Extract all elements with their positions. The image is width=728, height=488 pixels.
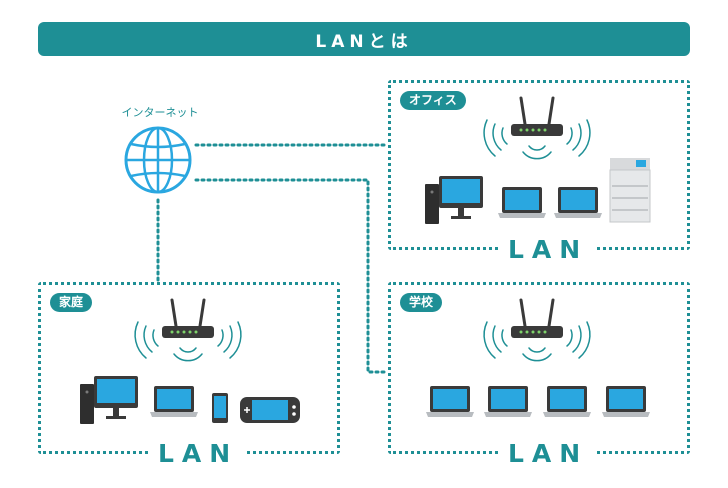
page-title: LANとは <box>315 31 413 52</box>
home-lan-label: LAN <box>150 440 247 468</box>
school-router-icon <box>482 298 592 363</box>
office-router-icon <box>482 96 592 161</box>
school-label: 学校 <box>400 293 443 312</box>
home-label: 家庭 <box>50 293 93 312</box>
office-label: オフィス <box>400 91 466 110</box>
home-router-icon <box>133 298 243 363</box>
school-laptop-1-icon <box>426 386 474 417</box>
globe-icon <box>124 126 192 194</box>
home-laptop-icon <box>150 386 198 417</box>
home-game-console-icon <box>240 397 300 423</box>
internet-label: インターネット <box>121 106 199 119</box>
school-laptop-2-icon <box>484 386 532 417</box>
school-laptop-3-icon <box>543 386 591 417</box>
office-desktop-icon <box>425 176 483 224</box>
school-laptop-4-icon <box>602 386 650 417</box>
office-printer-icon <box>609 158 651 223</box>
home-desktop-icon <box>80 376 138 424</box>
school-lan-label: LAN <box>500 440 597 468</box>
home-smartphone-icon <box>212 393 228 423</box>
internet-school-link <box>194 178 390 374</box>
office-laptop-2-icon <box>554 187 602 218</box>
office-laptop-1-icon <box>498 187 546 218</box>
title-banner: LANとは <box>38 22 690 56</box>
office-lan-label: LAN <box>500 236 597 264</box>
